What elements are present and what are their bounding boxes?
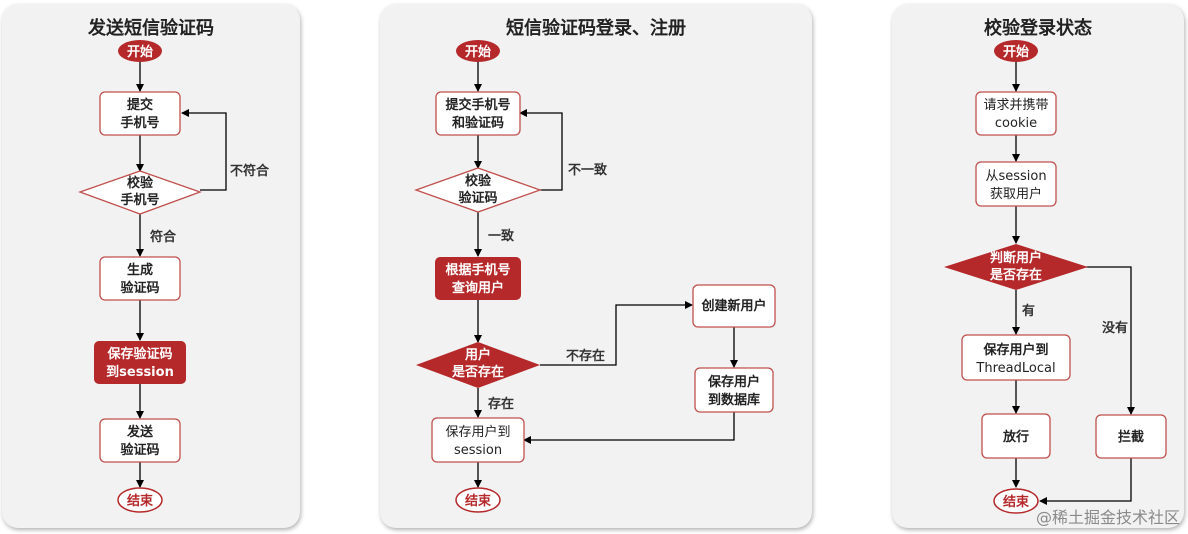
sms-save-node: 保存验证码 到session [94, 341, 186, 384]
login-savedb-line2: 到数据库 [708, 392, 760, 408]
login-query-node: 根据手机号 查询用户 [435, 257, 521, 300]
login-savedb-node: 保存用户 到数据库 [694, 367, 774, 413]
sms-generate-line1: 生成 [127, 262, 153, 278]
check-judge-line2: 是否存在 [989, 267, 1042, 283]
sms-submit-line2: 手机号 [120, 115, 159, 131]
flow-login: 开始 提交手机号 和验证码 校验 验证码 不一致 一致 根据手机号 查询用户 用… [414, 40, 776, 513]
login-end-node: 结束 [455, 487, 501, 513]
check-getuser-node: 从session 获取用户 [975, 161, 1057, 207]
check-judge-decision: 判断用户 是否存在 [944, 244, 1088, 290]
check-intercept-label: 拦截 [1118, 429, 1144, 445]
check-savetl-node: 保存用户到 ThreadLocal [961, 334, 1071, 381]
login-session-node: 保存用户到 session [431, 417, 525, 463]
panel-title-sms-login: 短信验证码登录、注册 [506, 18, 686, 39]
check-getuser-line2: 获取用户 [990, 186, 1042, 202]
check-judge-line1: 判断用户 [990, 250, 1042, 266]
arrow-validate-fail-loop [181, 109, 227, 191]
login-start-node: 开始 [456, 40, 500, 62]
check-request-line2: cookie [995, 116, 1037, 131]
arrow-judge-no-to-intercept [1086, 266, 1135, 415]
login-edge-mismatch: 不一致 [568, 162, 608, 178]
sms-validate-line2: 手机号 [120, 192, 159, 208]
login-submit-line2: 和验证码 [452, 115, 504, 131]
sms-end-node: 结束 [117, 487, 163, 513]
sms-edge-fail: 不符合 [230, 163, 270, 179]
login-start-label: 开始 [465, 44, 491, 60]
login-create-node: 创建新用户 [692, 284, 776, 328]
arrow-savedb-to-session [523, 412, 735, 444]
login-validate-decision: 校验 验证码 [414, 167, 542, 213]
sms-validate-line1: 校验 [127, 175, 154, 191]
sms-submit-node: 提交 手机号 [99, 91, 181, 136]
check-pass-node: 放行 [981, 413, 1051, 459]
login-savedb-line1: 保存用户 [707, 374, 760, 390]
flow-check: 开始 请求并携带 cookie 从session 获取用户 判断用户 是否存在 … [944, 40, 1167, 514]
login-edge-match: 一致 [488, 228, 515, 244]
login-end-label: 结束 [465, 493, 492, 509]
panel-title-check-login: 校验登录状态 [984, 18, 1092, 39]
login-edge-not-exist: 不存在 [566, 348, 605, 364]
check-request-node: 请求并携带 cookie [975, 91, 1057, 136]
sms-submit-line1: 提交 [127, 97, 153, 113]
login-create-label: 创建新用户 [700, 298, 766, 314]
check-intercept-node: 拦截 [1095, 414, 1167, 459]
check-getuser-line1: 从session [985, 169, 1046, 184]
watermark: @稀土掘金技术社区 [1035, 508, 1180, 527]
login-query-line1: 根据手机号 [445, 262, 510, 278]
check-pass-label: 放行 [1002, 429, 1029, 445]
sms-save-line1: 保存验证码 [106, 346, 172, 362]
arrow-login-mismatch-loop [519, 109, 563, 191]
login-edge-exist: 存在 [488, 396, 514, 412]
login-query-line2: 查询用户 [451, 280, 504, 296]
arrow-intercept-to-end [1039, 458, 1132, 505]
sms-generate-node: 生成 验证码 [99, 256, 181, 301]
login-exists-decision: 用户 是否存在 [416, 342, 540, 388]
login-session-line1: 保存用户到 [445, 424, 510, 440]
login-validate-line1: 校验 [465, 173, 492, 189]
sms-send-line2: 验证码 [120, 442, 159, 458]
check-edge-no: 没有 [1102, 320, 1128, 336]
login-exists-line2: 是否存在 [451, 364, 504, 380]
login-submit-node: 提交手机号 和验证码 [435, 91, 521, 136]
sms-send-node: 发送 验证码 [99, 418, 181, 463]
flow-sms: 开始 提交 手机号 校验 手机号 不符合 符合 生成 验证码 保存验证码 到se… [78, 40, 270, 513]
login-session-line2: session [454, 443, 502, 458]
login-validate-line2: 验证码 [458, 190, 497, 206]
check-end-node: 结束 [993, 488, 1039, 514]
sms-start-node: 开始 [118, 40, 162, 62]
check-edge-yes: 有 [1022, 303, 1035, 319]
sms-start-label: 开始 [127, 44, 153, 60]
check-savetl-line1: 保存用户到 [982, 342, 1048, 358]
panel-title-send-sms: 发送短信验证码 [88, 18, 214, 39]
login-submit-line1: 提交手机号 [445, 97, 510, 113]
sms-generate-line2: 验证码 [120, 280, 159, 296]
check-start-label: 开始 [1003, 44, 1029, 60]
sms-end-label: 结束 [127, 493, 154, 509]
sms-save-line2: 到session [106, 365, 174, 380]
arrow-not-exist-to-create [540, 301, 693, 366]
check-savetl-line2: ThreadLocal [975, 361, 1055, 376]
sms-validate-decision: 校验 手机号 [78, 170, 202, 215]
sms-edge-ok: 符合 [150, 229, 177, 245]
sms-send-line1: 发送 [126, 424, 154, 440]
check-start-node: 开始 [994, 40, 1038, 62]
check-request-line1: 请求并携带 [983, 97, 1048, 113]
login-exists-line1: 用户 [464, 347, 491, 363]
check-end-label: 结束 [1003, 494, 1030, 510]
